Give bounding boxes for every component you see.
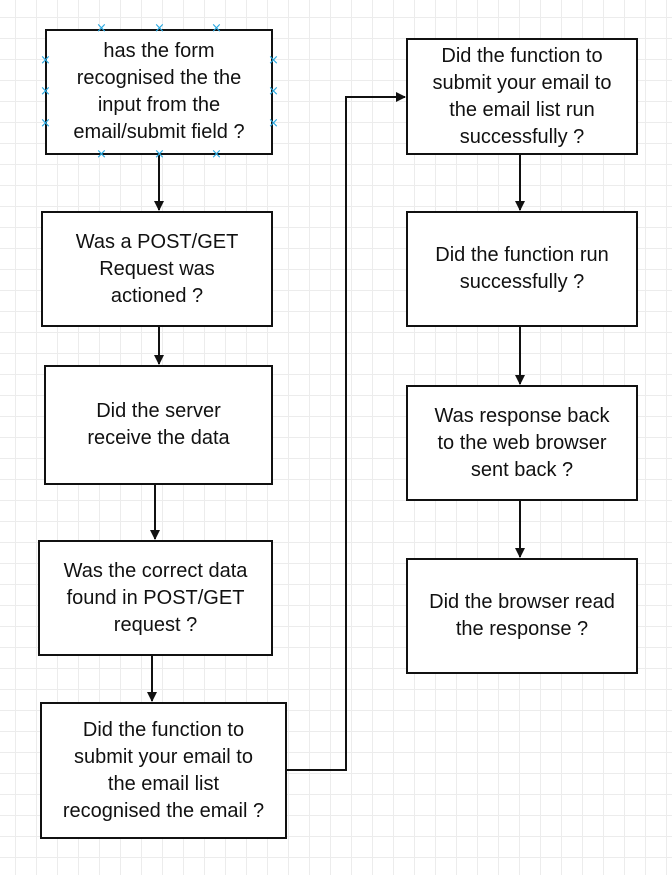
selection-handle-icon[interactable]: × — [211, 147, 222, 162]
flow-step-post-get-request-actioned[interactable]: Was a POST/GET Request was actioned ? — [41, 211, 273, 327]
selection-handle-icon[interactable]: × — [268, 53, 279, 68]
selection-handle-icon[interactable]: × — [40, 84, 51, 99]
flow-step-function-run-successfully[interactable]: Did the function run successfully ? — [406, 211, 638, 327]
flow-step-response-sent-back[interactable]: Was response back to the web browser sen… — [406, 385, 638, 501]
selection-handle-icon[interactable]: × — [96, 147, 107, 162]
connector-b5-b6[interactable] — [287, 92, 406, 771]
flow-step-submit-email-run-successfully[interactable]: Did the function to submit your email to… — [406, 38, 638, 155]
selection-handle-icon[interactable]: × — [211, 21, 222, 36]
selection-handle-icon[interactable]: × — [268, 84, 279, 99]
selection-handle-icon[interactable]: × — [40, 116, 51, 131]
flow-step-correct-data-found[interactable]: Was the correct data found in POST/GET r… — [38, 540, 273, 656]
selection-handle-icon[interactable]: × — [96, 21, 107, 36]
selection-handle-icon[interactable]: × — [154, 21, 165, 36]
flow-step-server-received-data[interactable]: Did the server receive the data — [44, 365, 273, 485]
selection-handle-icon[interactable]: × — [268, 116, 279, 131]
flow-step-browser-read-response[interactable]: Did the browser read the response ? — [406, 558, 638, 674]
flow-step-form-recognised-input[interactable]: has the form recognised the the input fr… — [45, 29, 273, 155]
selection-handle-icon[interactable]: × — [40, 53, 51, 68]
selection-handle-icon[interactable]: × — [154, 147, 165, 162]
flow-step-function-recognised-email[interactable]: Did the function to submit your email to… — [40, 702, 287, 839]
